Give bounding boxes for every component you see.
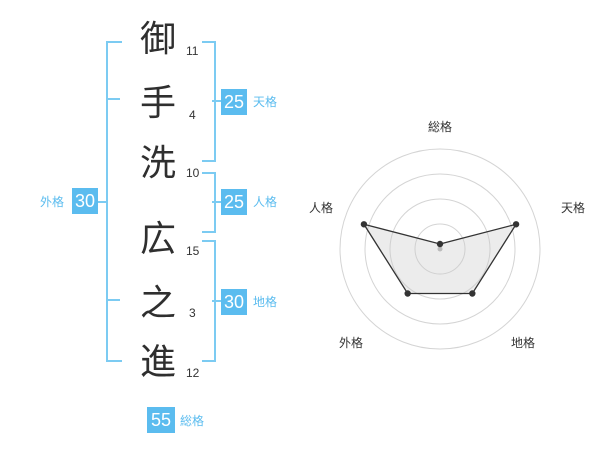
chikaku-tick xyxy=(212,300,222,302)
jinkaku-badge: 25 xyxy=(221,189,247,215)
gaikaku-tick-inner-top xyxy=(106,98,120,100)
radar-label-5: 人格 xyxy=(309,200,333,215)
name-char-6: 進 xyxy=(140,342,177,383)
stroke-count-3: 10 xyxy=(186,166,200,180)
name-char-2: 手 xyxy=(140,83,177,124)
gaikaku-badge: 30 xyxy=(72,188,98,214)
radar-label-3: 地格 xyxy=(511,335,535,350)
jinkaku-label: 人格 xyxy=(253,195,278,209)
chikaku-badge: 30 xyxy=(221,289,247,315)
radar-point-2 xyxy=(512,221,520,228)
chikaku-label: 地格 xyxy=(253,295,278,309)
radar-ring-3 xyxy=(364,173,516,325)
gaikaku-label: 外格 xyxy=(40,195,65,209)
tenkaku-tick xyxy=(212,100,222,102)
radar-label-4: 外格 xyxy=(339,335,363,350)
radar-ring-1 xyxy=(414,223,466,275)
gaikaku-tick xyxy=(98,201,108,203)
radar-ring-4 xyxy=(339,148,541,350)
stroke-count-2: 4 xyxy=(189,108,196,122)
radar-center-dot xyxy=(437,246,443,252)
stroke-count-4: 15 xyxy=(186,244,200,258)
radar-area xyxy=(362,223,518,295)
jinkaku-tick xyxy=(212,201,222,203)
tenkaku-label: 天格 xyxy=(253,95,278,109)
stroke-count-5: 3 xyxy=(189,306,196,320)
soukaku-badge: 55 xyxy=(147,407,175,433)
stroke-count-6: 12 xyxy=(186,366,200,380)
name-char-4: 広 xyxy=(140,219,177,260)
radar-label-1: 総格 xyxy=(428,119,452,134)
radar-point-1 xyxy=(436,240,444,248)
gaikaku-tick-inner-bottom xyxy=(106,299,120,301)
name-char-5: 之 xyxy=(140,283,177,324)
radar-label-2: 天格 xyxy=(561,200,585,215)
radar-ring-2 xyxy=(389,198,491,300)
soukaku-label: 総格 xyxy=(180,414,205,428)
tenkaku-badge: 25 xyxy=(221,89,247,115)
name-char-1: 御 xyxy=(140,19,177,60)
radar-point-5 xyxy=(360,221,368,228)
radar-point-3 xyxy=(469,290,476,297)
stroke-count-1: 11 xyxy=(186,44,199,58)
radar-point-4 xyxy=(404,290,411,297)
name-char-3: 洗 xyxy=(140,143,177,184)
